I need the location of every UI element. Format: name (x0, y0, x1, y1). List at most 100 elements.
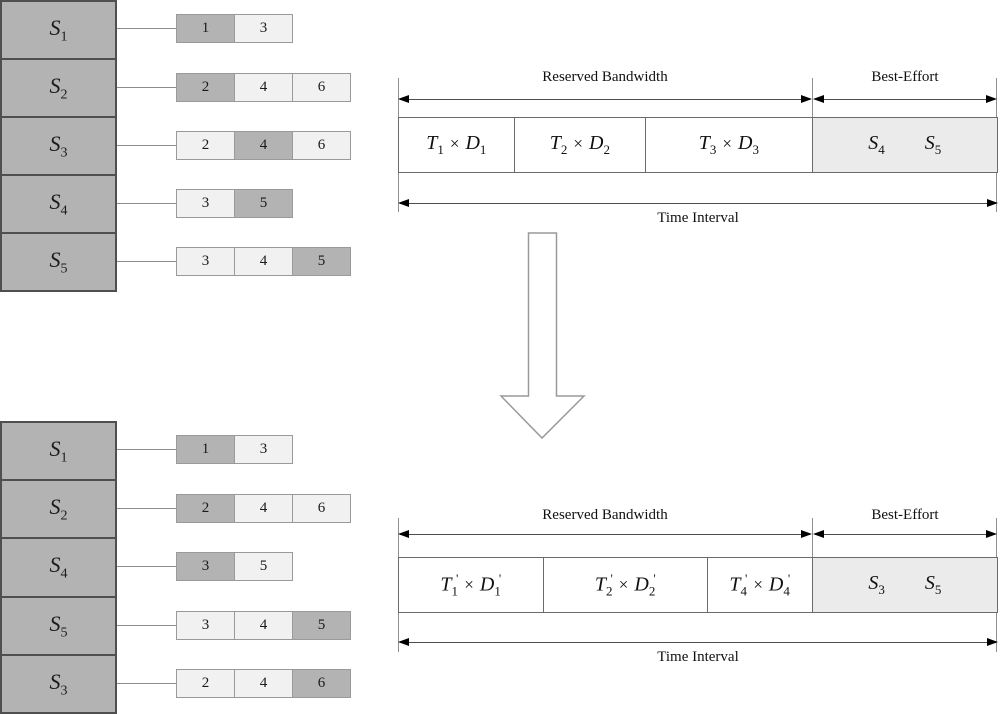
service-row-s3: S3 (2, 653, 115, 712)
slot-cell: 4 (234, 73, 293, 102)
slot-cell: 4 (234, 131, 293, 160)
slot-cell: 4 (234, 669, 293, 698)
service-label: S1 (49, 14, 68, 45)
connector-line (117, 566, 176, 567)
slot-cell: 6 (292, 131, 351, 160)
best-effort-label: Best-Effort (871, 69, 939, 85)
arrowhead-left-icon (398, 638, 409, 646)
arrow-line (400, 534, 810, 535)
connector-line (117, 508, 176, 509)
reserved-bandwidth-label: Reserved Bandwidth (542, 69, 668, 85)
service-label: S4 (49, 552, 68, 582)
slot-cell: 3 (176, 189, 235, 218)
segment-formula: T1'×D1' (440, 570, 502, 599)
tick-line (996, 613, 997, 652)
slot-cell: 5 (292, 611, 351, 640)
slot-cell: 2 (176, 669, 235, 698)
segment-formula: T1×D1 (426, 132, 487, 157)
slot-row-s4: 3 5 (176, 552, 293, 581)
top-service-table: S1 S2 S3 S4 S5 (0, 0, 117, 292)
slot-row-s2: 2 4 6 (176, 494, 351, 523)
slot-cell: 3 (176, 552, 235, 581)
best-effort-segment: S3 S5 (811, 558, 997, 612)
service-row-s5: S5 (2, 232, 115, 290)
segment-formula: T3×D3 (698, 132, 759, 157)
connector-line (117, 87, 176, 88)
arrowhead-right-icon (986, 95, 997, 103)
service-label: S2 (49, 494, 68, 524)
service-label: S3 (49, 130, 68, 161)
service-row-s4: S4 (2, 537, 115, 595)
service-label: S5 (49, 246, 68, 277)
best-effort-service: S4 (868, 132, 885, 157)
top-schedule-box: T1×D1 T2×D2 T3×D3 S4 S5 (398, 117, 998, 173)
slot-cell: 3 (234, 14, 293, 43)
best-effort-label: Best-Effort (871, 507, 939, 523)
segment-t2d2-prime: T2'×D2' (542, 558, 707, 612)
service-label: S4 (49, 188, 68, 219)
slot-cell: 3 (176, 247, 235, 276)
slot-row-s3: 2 4 6 (176, 131, 351, 160)
service-label: S5 (49, 610, 68, 640)
slot-row-s3: 2 4 6 (176, 669, 351, 698)
arrowhead-left-icon (398, 95, 409, 103)
service-row-s2: S2 (2, 58, 115, 116)
best-effort-service: S5 (924, 132, 942, 157)
connector-line (117, 203, 176, 204)
service-row-s1: S1 (2, 2, 115, 58)
arrowhead-left-icon (813, 530, 824, 538)
best-effort-segment: S4 S5 (811, 118, 997, 172)
segment-t1d1: T1×D1 (399, 118, 514, 172)
slot-row-s5: 3 4 5 (176, 611, 351, 640)
slot-cell: 4 (234, 611, 293, 640)
best-effort-span-arrow (813, 95, 997, 104)
slot-cell: 2 (176, 131, 235, 160)
arrow-line (400, 642, 996, 643)
slot-cell: 2 (176, 494, 235, 523)
slot-row-s2: 2 4 6 (176, 73, 351, 102)
arrow-line (815, 99, 995, 100)
tick-line (398, 613, 399, 652)
segment-t3d3: T3×D3 (645, 118, 811, 172)
tick-line (996, 173, 997, 212)
slot-cell: 5 (234, 189, 293, 218)
connector-line (117, 449, 176, 450)
tick-line (398, 173, 399, 212)
arrowhead-left-icon (813, 95, 824, 103)
slot-cell: 1 (176, 14, 235, 43)
arrowhead-right-icon (987, 638, 998, 646)
slot-row-s1: 1 3 (176, 14, 293, 43)
bottom-service-table: S1 S2 S4 S5 S3 (0, 421, 117, 714)
slot-cell: 6 (292, 494, 351, 523)
segment-t4d4-prime: T4'×D4' (706, 558, 812, 612)
arrowhead-right-icon (801, 95, 812, 103)
service-label: S3 (49, 668, 68, 699)
connector-line (117, 28, 176, 29)
reserved-bandwidth-label: Reserved Bandwidth (542, 507, 668, 523)
best-effort-service: S5 (924, 572, 942, 597)
arrowhead-left-icon (398, 530, 409, 538)
arrow-line (400, 203, 996, 204)
slot-row-s5: 3 4 5 (176, 247, 351, 276)
segment-formula: T4'×D4' (729, 570, 791, 599)
arrowhead-left-icon (398, 199, 409, 207)
time-interval-label: Time Interval (657, 649, 739, 665)
slot-cell: 2 (176, 73, 235, 102)
arrowhead-right-icon (987, 199, 998, 207)
slot-cell: 5 (292, 247, 351, 276)
time-interval-label: Time Interval (657, 210, 739, 226)
service-row-s5: S5 (2, 595, 115, 654)
arrowhead-right-icon (986, 530, 997, 538)
segment-t2d2: T2×D2 (513, 118, 646, 172)
connector-line (117, 625, 176, 626)
time-interval-arrow (398, 638, 998, 647)
segment-formula: T2×D2 (549, 132, 610, 157)
slot-cell: 4 (234, 247, 293, 276)
service-row-s1: S1 (2, 423, 115, 479)
bottom-schedule-box: T1'×D1' T2'×D2' T4'×D4' S3 S5 (398, 557, 998, 613)
slot-row-s1: 1 3 (176, 435, 293, 464)
segment-t1d1-prime: T1'×D1' (399, 558, 543, 612)
slot-cell: 3 (234, 435, 293, 464)
slot-cell: 5 (234, 552, 293, 581)
